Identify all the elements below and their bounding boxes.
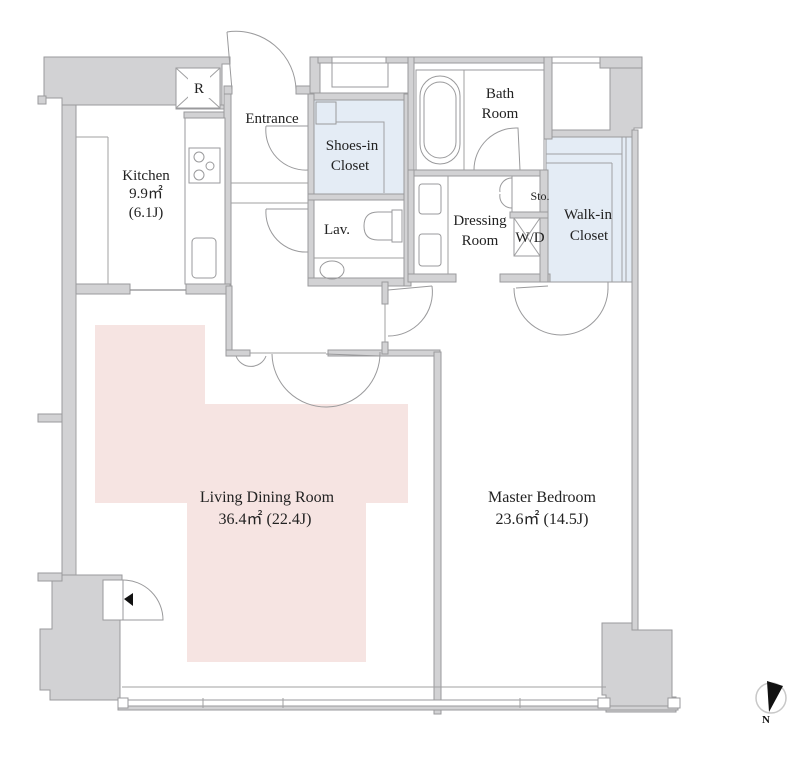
svg-text:Room: Room bbox=[462, 233, 499, 249]
living-room-door[interactable] bbox=[235, 351, 381, 408]
living-dining-highlight bbox=[95, 325, 408, 662]
walk-in-closet-door[interactable] bbox=[513, 282, 609, 336]
kitchen-label: Kitchen 9.9㎡ (6.1J) bbox=[122, 168, 170, 221]
master-bedroom-label: Master Bedroom 23.6㎡ (14.5J) bbox=[488, 489, 597, 528]
storage-label: Sto. bbox=[530, 189, 549, 203]
svg-text:23.6㎡ (14.5J): 23.6㎡ (14.5J) bbox=[496, 510, 589, 528]
storage-door[interactable] bbox=[499, 177, 513, 209]
entrance-inner-door[interactable] bbox=[265, 125, 309, 171]
svg-text:Walk-in: Walk-in bbox=[564, 207, 612, 223]
walk-in-closet-label: Walk-in Closet bbox=[564, 207, 612, 244]
svg-text:Shoes-in: Shoes-in bbox=[326, 138, 379, 154]
lav-sink-icon bbox=[319, 260, 345, 280]
cooktop-icon bbox=[188, 147, 221, 184]
svg-text:Kitchen: Kitchen bbox=[122, 168, 170, 184]
walls bbox=[37, 56, 679, 715]
svg-text:Bath: Bath bbox=[486, 86, 515, 102]
lav-door[interactable] bbox=[265, 208, 309, 253]
washer-dryer-label: W/D bbox=[515, 230, 544, 246]
exterior-door[interactable] bbox=[102, 579, 164, 621]
svg-text:9.9㎡: 9.9㎡ bbox=[129, 185, 163, 202]
svg-text:Dressing: Dressing bbox=[453, 213, 507, 229]
bath-room-label: Bath Room bbox=[482, 86, 519, 122]
fridge-label: R bbox=[194, 81, 204, 97]
doors bbox=[102, 30, 609, 621]
fixtures: R bbox=[175, 67, 461, 280]
svg-text:Room: Room bbox=[482, 106, 519, 122]
svg-text:Closet: Closet bbox=[331, 158, 370, 174]
svg-text:Master Bedroom: Master Bedroom bbox=[488, 489, 597, 506]
svg-text:(6.1J): (6.1J) bbox=[129, 205, 164, 221]
entrance-door[interactable] bbox=[226, 30, 297, 91]
entry-arrow-icon bbox=[124, 593, 133, 606]
toilet-icon bbox=[363, 209, 403, 243]
lav-label: Lav. bbox=[324, 222, 350, 238]
shoes-closet-label: Shoes-in Closet bbox=[326, 138, 379, 174]
windows bbox=[117, 56, 681, 709]
kitchen-sink-icon bbox=[191, 237, 217, 279]
svg-text:Closet: Closet bbox=[570, 228, 609, 244]
dressing-room-label: Dressing Room bbox=[453, 213, 507, 249]
entrance-label: Entrance bbox=[245, 111, 299, 127]
bathtub-icon bbox=[419, 75, 461, 165]
corridor-door[interactable] bbox=[384, 285, 433, 342]
bath-door[interactable] bbox=[473, 127, 521, 171]
room-labels: Kitchen 9.9㎡ (6.1J) Entrance Shoes-in Cl… bbox=[122, 86, 612, 528]
vanity-basin-2 bbox=[418, 233, 442, 267]
north-compass-icon: N bbox=[755, 681, 787, 726]
svg-text:36.4㎡ (22.4J): 36.4㎡ (22.4J) bbox=[219, 510, 312, 528]
refrigerator: R bbox=[175, 67, 221, 109]
living-dining-label: Living Dining Room 36.4㎡ (22.4J) bbox=[200, 489, 335, 528]
vanity-basin-1 bbox=[418, 183, 442, 215]
svg-text:Living Dining Room: Living Dining Room bbox=[200, 489, 335, 506]
compass-label: N bbox=[762, 714, 770, 726]
